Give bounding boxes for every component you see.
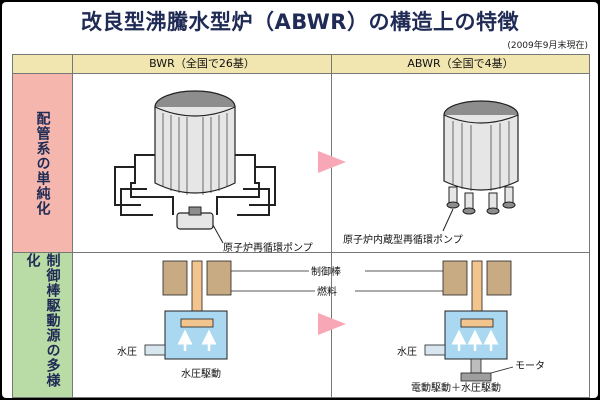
bwr-fuel-blocks [162,260,232,296]
comparison-arrow-row2 [318,313,346,335]
abwr-water-pressure-label: 水圧 [397,346,417,358]
fuel-label: 燃料 [317,285,337,298]
abwr-motor [460,358,492,382]
abwr-internal-pumps [446,186,516,215]
row-divider [13,252,589,253]
comparison-table: BWR（全国で26基） ABWR（全国で4基） 配管系の単純化 制御棒駆動源の多… [12,54,590,398]
table-header: BWR（全国で26基） ABWR（全国で4基） [13,55,589,74]
abwr-water-chamber [444,310,508,360]
bwr-water-inlet [144,344,166,356]
row-label-rod-drive-text: 制御棒駆動源の多様化 [24,253,61,388]
motor-leader [490,366,514,374]
bwr-reactor-vessel [154,90,236,195]
comparison-arrow-row1 [318,151,346,173]
bwr-water-chamber [164,310,228,360]
as-of-date: (2009年9月末現在) [507,41,588,51]
abwr-fuel-blocks [442,260,512,296]
bwr-recirculation-pump [176,206,214,230]
column-divider [331,55,332,397]
column-header-abwr: ABWR（全国で4基） [407,57,514,70]
bwr-rod-piston [180,318,214,328]
row-label-piping: 配管系の単純化 [13,74,72,252]
column-divider [72,55,73,397]
row-label-rod-drive: 制御棒駆動源の多様化 [13,253,72,397]
bwr-water-drive-label: 水圧駆動 [181,367,221,380]
abwr-rod-piston [460,318,494,328]
abwr-reactor-vessel [443,100,519,191]
page-title: 改良型沸騰水型炉（ABWR）の構造上の特徴 [81,10,519,34]
bwr-water-arrows [177,329,217,351]
abwr-electric-water-drive-label: 電動駆動＋水圧駆動 [411,381,501,394]
column-header-bwr: BWR（全国で26基） [149,57,255,70]
bwr-pump-leader [212,224,224,244]
bwr-water-pressure-label: 水圧 [117,346,137,358]
abwr-water-inlet [424,344,446,356]
diagram-canvas: 原子炉再循環ポンプ [114,90,545,394]
row-label-piping-text: 配管系の単純化 [34,110,51,216]
control-rod-label: 制御棒 [311,265,341,278]
motor-label: モータ [515,360,545,372]
abwr-pump-label: 原子炉内蔵型再循環ポンプ [343,233,463,246]
bwr-pump-label: 原子炉再循環ポンプ [223,241,313,254]
abwr-pump-leader [442,208,454,232]
abwr-water-arrows [451,329,499,351]
